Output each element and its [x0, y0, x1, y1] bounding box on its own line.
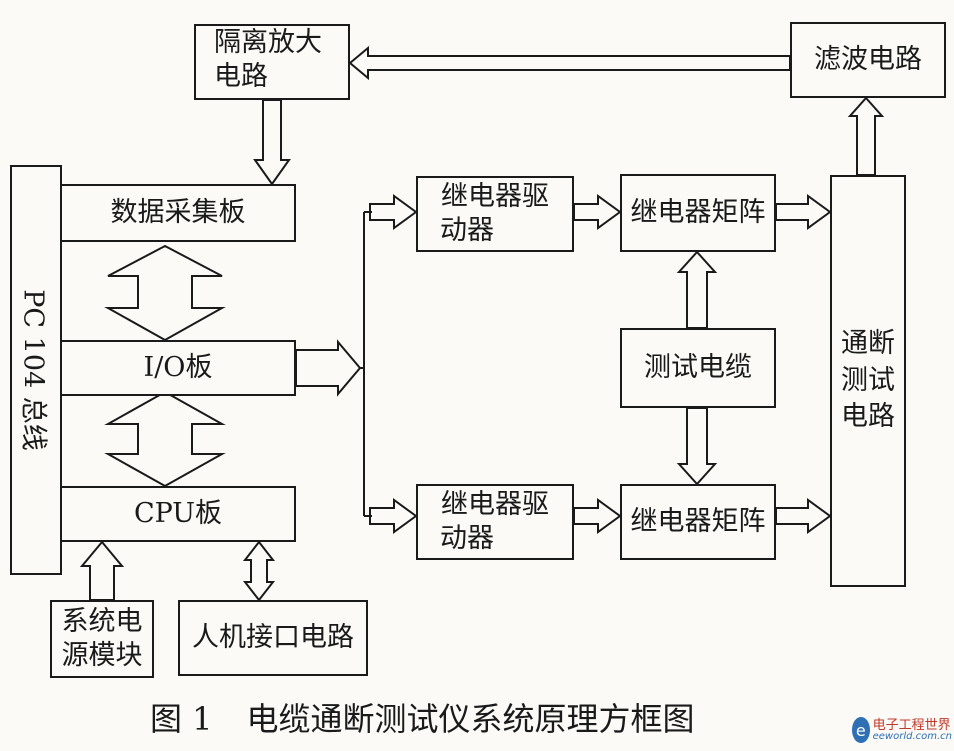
data-acq-box: 数据采集板: [60, 184, 296, 242]
eeworld-logo-icon: e: [852, 717, 870, 743]
relay-matrix-top-label: 继电器矩阵: [630, 197, 766, 229]
arrow-driver-to-matrix-bottom: [573, 498, 622, 534]
arrow-to-driver-top: [369, 194, 418, 230]
double-arrow-io-cpu: [104, 390, 226, 488]
arrow-continuity-to-filter: [847, 96, 885, 176]
power-module-line1: 系统电: [61, 606, 143, 638]
figure-number: 图 1: [150, 700, 213, 738]
arrow-driver-to-matrix-top: [573, 194, 622, 230]
relay-driver-bottom-line1: 继电器驱: [441, 489, 549, 521]
continuity-circuit-box: 通断 测试 电路: [830, 175, 906, 587]
test-cable-label: 测试电缆: [644, 352, 752, 384]
relay-matrix-bottom-label: 继电器矩阵: [630, 506, 766, 538]
hmi-box: 人机接口电路: [178, 600, 368, 676]
arrow-filter-to-isolation: [348, 45, 791, 81]
arrow-to-driver-bottom: [369, 498, 418, 534]
relay-matrix-bottom-box: 继电器矩阵: [620, 484, 776, 560]
arrow-isolation-to-dataacq: [253, 99, 291, 186]
io-board-box: I/O板: [60, 340, 296, 396]
figure-caption: 图 1 电缆通断测试仪系统原理方框图: [150, 694, 695, 740]
continuity-line1: 通断: [841, 328, 895, 360]
arrow-cable-to-matrix-top: [676, 250, 718, 329]
pc104-bus: PC 104 总线: [10, 165, 62, 575]
isolation-amp-box: 隔离放大 电路: [194, 24, 350, 100]
pc104-bus-label: PC 104 总线: [17, 289, 49, 451]
double-arrow-dataacq-io: [104, 244, 226, 342]
continuity-line3: 电路: [841, 401, 895, 433]
relay-driver-bottom-line2: 动器: [440, 523, 494, 554]
power-module-line2: 源模块: [61, 640, 143, 671]
relay-driver-top-box: 继电器驱 动器: [416, 176, 574, 252]
hmi-label: 人机接口电路: [192, 622, 354, 654]
filter-box: 滤波电路: [790, 22, 946, 98]
arrow-io-to-drivers: [295, 339, 362, 397]
cpu-board-box: CPU板: [60, 486, 296, 542]
watermark-en: eeworld.com.cn: [872, 730, 952, 742]
arrow-power-to-cpu: [79, 540, 125, 601]
eeworld-watermark: e 电子工程世界 eeworld.com.cn: [852, 712, 952, 748]
io-board-label: I/O板: [143, 352, 213, 384]
isolation-amp-line1: 隔离放大: [214, 27, 322, 58]
arrow-cable-to-matrix-bottom: [676, 407, 718, 486]
power-module-box: 系统电 源模块: [50, 600, 154, 678]
filter-label: 滤波电路: [814, 44, 922, 76]
cpu-board-label: CPU板: [133, 498, 223, 530]
isolation-amp-line2: 电路: [214, 60, 268, 92]
relay-driver-top-line2: 动器: [440, 215, 494, 246]
relay-driver-top-line1: 继电器驱: [441, 181, 549, 213]
figure-title: 电缆通断测试仪系统原理方框图: [246, 700, 695, 738]
continuity-line2: 测试: [841, 364, 895, 396]
watermark-cn: 电子工程世界: [872, 717, 951, 733]
relay-matrix-top-box: 继电器矩阵: [620, 174, 776, 252]
arrow-matrix-bottom-to-continuity: [775, 498, 832, 534]
test-cable-box: 测试电缆: [620, 328, 776, 408]
data-acq-label: 数据采集板: [110, 197, 246, 229]
relay-driver-bottom-box: 继电器驱 动器: [416, 484, 574, 560]
arrow-cpu-hmi: [242, 540, 276, 602]
arrow-matrix-top-to-continuity: [775, 194, 832, 230]
